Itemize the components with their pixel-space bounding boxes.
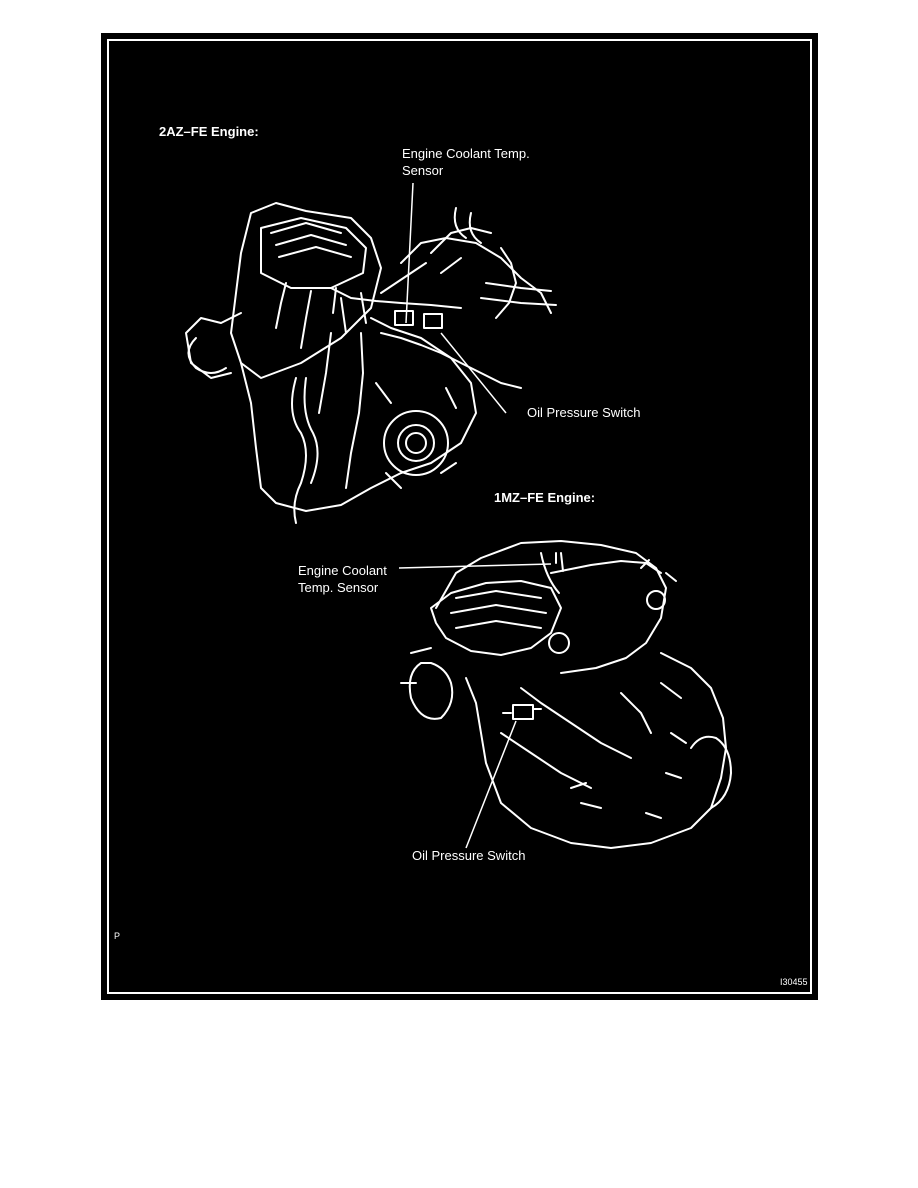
label-1mz-oil-pressure-switch: Oil Pressure Switch (412, 848, 526, 863)
engine-2az-fe-illustration (185, 202, 557, 524)
leader-2az-coolant (405, 182, 414, 324)
leader-1mz-oil (465, 720, 517, 849)
figure-border (107, 39, 812, 994)
label-2az-coolant-sensor: Engine Coolant Temp. Sensor (402, 146, 530, 178)
label-1mz-coolant-sensor: Engine Coolant Temp. Sensor (298, 563, 387, 595)
diagram-artwork (107, 39, 812, 994)
leader-lines (398, 182, 552, 849)
label-2az-oil-pressure-switch: Oil Pressure Switch (527, 405, 641, 420)
figure-id: I30455 (780, 977, 808, 987)
corner-mark: P (114, 931, 121, 941)
engine-diagram-figure: 2AZ–FE Engine: Engine Coolant Temp. Sens… (101, 33, 818, 1000)
leader-1mz-coolant (398, 563, 552, 569)
leader-2az-oil (440, 332, 507, 414)
engine-1mz-fe-illustration (400, 540, 732, 849)
heading-2az-fe: 2AZ–FE Engine: (159, 124, 259, 139)
heading-1mz-fe: 1MZ–FE Engine: (494, 490, 596, 505)
